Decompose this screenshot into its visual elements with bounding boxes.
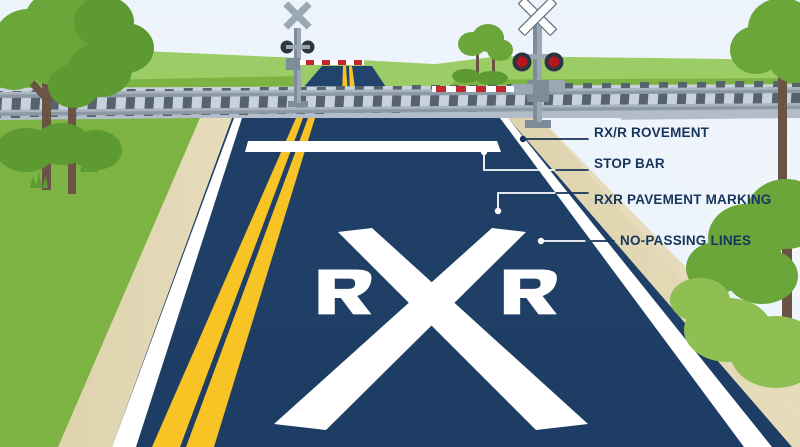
leader-dot-rxr-pavement: [494, 207, 502, 215]
no-passing-line-inner: [186, 118, 315, 447]
signal-left-gate-housing: [286, 58, 300, 70]
signal-right-mast-shade: [533, 18, 537, 122]
signal-right-crossbuck-blade-b: [518, 0, 557, 36]
center-bushes: [452, 69, 508, 85]
no-passing-lines: [152, 118, 315, 447]
center-tree-canopy: [458, 24, 513, 61]
leader-lines: [480, 135, 615, 245]
leader-line-stop-bar: [483, 151, 561, 171]
right-tree-cluster: [670, 0, 800, 388]
right-bushes: [670, 278, 800, 388]
right-shoulder-tan: [508, 118, 800, 447]
right-tree-trunk-1: [778, 60, 787, 210]
rxr-letter-r-right: [503, 269, 557, 315]
leader-dot-no-passing: [537, 237, 545, 245]
left-shoulder-tan: [58, 118, 232, 447]
rail-near-highlight: [0, 103, 800, 113]
crossbuck-signal-right: [432, 0, 565, 128]
signal-right-mast: [533, 18, 542, 122]
signal-left-base: [288, 101, 308, 107]
left-grass-tufts: [30, 158, 98, 188]
label-rxr-pavement-marking: RXR PAVEMENT MARKING: [594, 192, 772, 207]
edge-line-right: [500, 118, 772, 447]
right-tree-canopy-1: [730, 0, 800, 83]
signal-left-gate-stripes: [306, 60, 362, 65]
signal-left-crossbuck-blade-b: [283, 1, 312, 30]
left-tree-cluster: [0, 0, 154, 194]
signal-left-light-bar: [286, 45, 310, 49]
center-tree-trunk-1: [476, 48, 479, 78]
left-tree-trunk-1: [42, 60, 51, 190]
stop-bar: [245, 141, 501, 152]
center-tree-trunk-2: [492, 52, 495, 78]
signal-right-base: [525, 120, 551, 128]
rail-far-highlight: [0, 87, 800, 95]
leader-dot-stop-bar: [480, 148, 488, 156]
rxr-x-stroke-a: [338, 228, 588, 430]
label-rxr-movement: RX/R ROVEMENT: [594, 125, 710, 140]
rxr-pavement-marking: [274, 228, 588, 430]
center-tree-cluster: [452, 24, 513, 85]
crossbuck-signal-left: [280, 1, 364, 107]
left-grass-bank: [0, 118, 200, 447]
leader-line-rxr-pavement: [497, 192, 561, 212]
signal-right-light-lens-a: [516, 56, 528, 68]
rxr-letter-r-left: [318, 269, 372, 315]
signal-left-gate-arm: [300, 60, 364, 65]
no-passing-line-outer: [152, 118, 303, 447]
signal-right-gate-stripes: [436, 86, 506, 92]
signal-right-light-lens-b: [548, 56, 560, 68]
signal-right-gate-housing-side: [549, 80, 565, 92]
left-tree-canopy-2: [48, 0, 154, 108]
label-no-passing-lines: NO-PASSING LINES: [620, 233, 752, 248]
rxr-x-stroke-b: [274, 228, 526, 430]
edge-lines: [112, 118, 772, 447]
edge-line-left: [112, 118, 242, 447]
signal-right-gate-arm: [432, 86, 514, 92]
signal-right-light-bar: [518, 54, 558, 59]
leader-dot-rxr-movement: [519, 135, 527, 143]
label-stop-bar: STOP BAR: [594, 156, 665, 171]
signal-right-gate-housing-arm: [511, 84, 533, 94]
left-bushes: [0, 123, 122, 172]
